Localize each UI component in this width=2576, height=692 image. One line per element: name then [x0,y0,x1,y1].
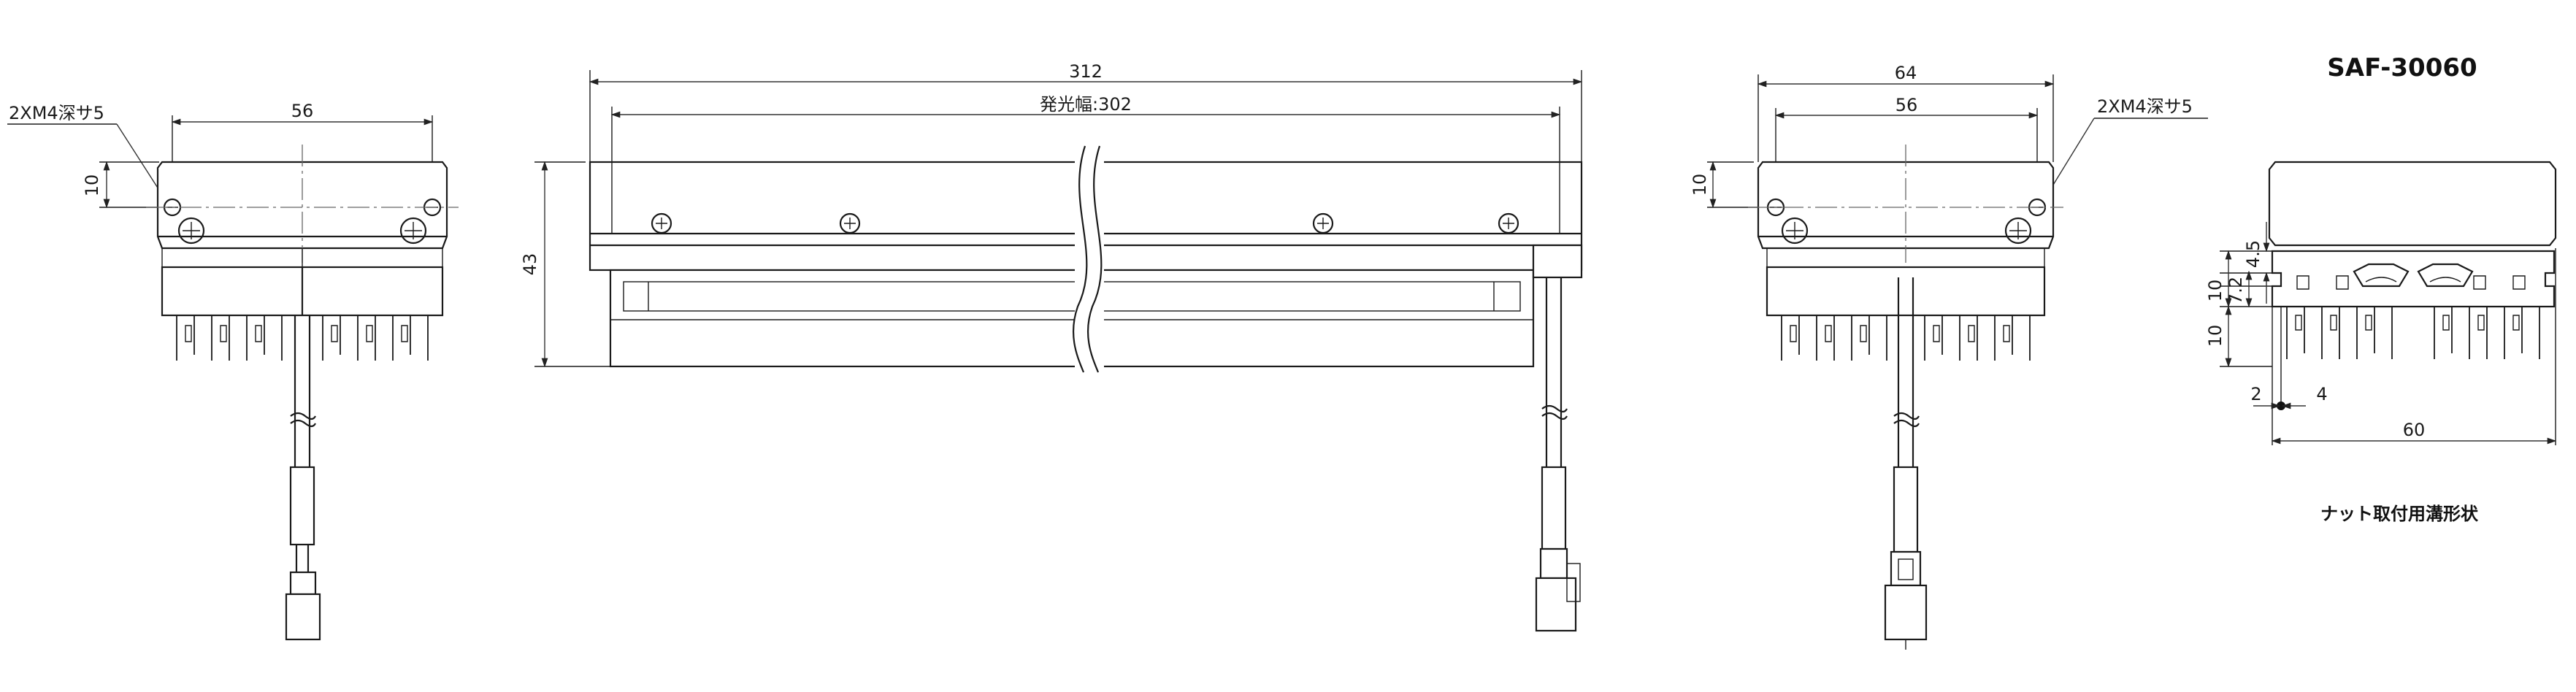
dim-label-4: 4 [2316,384,2327,404]
screw-cross [1786,222,1803,239]
heatsink-fins [176,315,429,361]
phillips-screw-icon [651,212,672,234]
dim-label-56: 56 [291,101,314,121]
cable-connector [1884,584,1928,641]
dim-label-2: 2 [2250,384,2261,404]
right-side-view: 64 56 2XM4深サ5 10 [1690,63,2208,650]
model-title: SAF-30060 [2327,53,2477,82]
t-nut-groove [2353,263,2410,288]
screw-cross [1503,218,1514,229]
dim-label-60: 60 [2403,420,2426,440]
cable-break-mark [290,412,316,420]
connector-window [1898,558,1914,580]
emitting-window [609,269,1535,368]
t-nut-curve [2365,277,2397,282]
fin-slots [185,325,408,342]
mounting-rail [2271,250,2556,308]
screw-callout-left: 2XM4深サ5 [9,103,104,123]
screw-cross [183,222,200,239]
cable-break-mark [1893,412,1920,420]
screw-cross [844,218,856,229]
dim-label-43: 43 [520,253,540,276]
front-view: 312 発光幅:302 43 [520,61,1583,632]
cable-gland [1532,244,1583,279]
phillips-screw-icon [399,217,427,245]
heatsink-fins [1781,315,2031,361]
break-line [1086,145,1103,373]
section-fins [2286,307,2540,359]
connector-collar [289,571,317,596]
dim-label-10-lower: 10 [2205,325,2226,347]
left-side-view: 56 2XM4深サ5 10 [7,101,459,641]
phillips-screw-icon [177,217,205,245]
connector-collar [1539,547,1568,580]
phillips-screw-icon [1498,212,1519,234]
phillips-screw-icon [1312,212,1334,234]
cable-sleeve [289,466,315,546]
dim-label-10-right: 10 [1690,174,1710,196]
cable-connector [1535,577,1577,632]
dim-label-10-upper: 10 [2205,280,2226,302]
screw-callout-right: 2XM4深サ5 [2097,96,2193,117]
cable-break-mark [1893,419,1920,428]
cable-break-mark [290,419,316,428]
rail-slots [2296,275,2526,290]
front-screws [651,212,1519,234]
cable-break-mark [1541,404,1568,413]
groove-section-view: 4.5 7.2 10 10 2 4 60 ナット取付用溝形状 [2205,161,2557,524]
cable-break-mark [1541,412,1568,420]
section-body [2268,161,2557,247]
t-nut-groove [2417,263,2474,288]
phillips-screw-icon [839,212,861,234]
section-caption: ナット取付用溝形状 [2320,504,2479,524]
dim-label-64: 64 [1895,63,1917,83]
t-nut-curve [2429,277,2461,282]
screw-cross [656,218,667,229]
dim-label-emitting-width: 発光幅:302 [1040,94,1132,115]
fin-slots [1790,325,2010,342]
dim-label-56-right: 56 [1895,95,1918,115]
phillips-screw-icon [2004,217,2032,245]
cable-sleeve [1893,466,1919,553]
dim-label-312: 312 [1069,61,1103,82]
screw-cross [2009,222,2027,239]
dim-label-4-5: 4.5 [2243,240,2263,268]
fin-slots [2295,315,2520,331]
phillips-screw-icon [1781,217,1809,245]
screw-cross [1317,218,1329,229]
dim-label-10-left: 10 [82,174,102,197]
cable-connector [285,593,321,641]
heatsink-base [1766,266,2046,317]
window-lens [623,281,1521,312]
connector-collar [1890,550,1922,587]
cable-sleeve [1541,466,1567,550]
break-line [1072,145,1088,373]
connector-latch [1566,563,1581,602]
screw-cross [405,222,422,239]
